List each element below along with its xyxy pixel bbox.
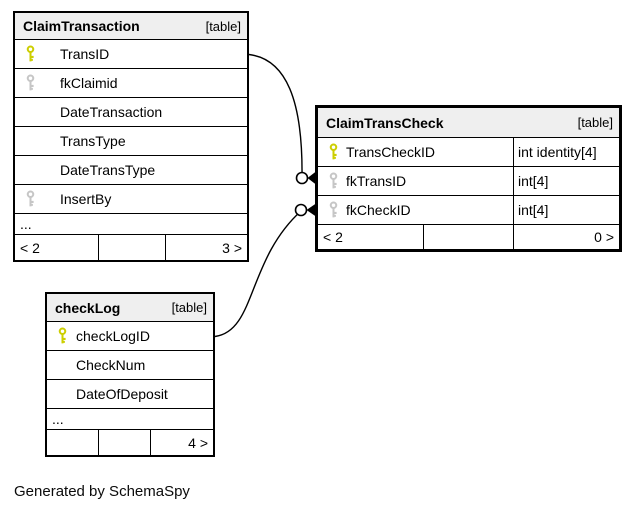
column-name: InsertBy [60,191,112,207]
column-name: TransCheckID [346,144,435,160]
zero-cardinality-icon [294,203,308,217]
generator-credit: Generated by SchemaSpy [14,483,190,500]
column-name: fkCheckID [346,202,411,218]
table-type-badge: [table] [577,115,613,130]
footer-related-right: 4 > [150,430,213,455]
column-row: CheckNum [47,351,213,380]
column-type: int[4] [513,167,619,195]
column-name: DateTransType [60,162,156,178]
table-header: checkLog [table] [47,294,213,322]
column-name: DateTransaction [60,104,163,120]
column-name: fkClaimid [60,75,118,91]
more-columns-ellipsis: ... [15,214,247,235]
column-row: InsertBy [15,185,247,214]
column-name: checkLogID [76,328,150,344]
table-type-badge: [table] [171,300,207,315]
foreign-key-icon [25,74,36,93]
column-name: TransType [60,133,126,149]
column-row: TransType [15,127,247,156]
column-name: DateOfDeposit [76,386,168,402]
footer-related-right: 3 > [165,235,247,260]
foreign-key-icon [328,172,339,191]
footer-mid [98,235,165,260]
footer-related-left: < 2 [323,229,343,245]
footer-related-right: 0 > [513,225,619,249]
more-columns-ellipsis: ... [47,409,213,430]
column-name: CheckNum [76,357,146,373]
column-row: fkTransID int[4] [318,167,619,196]
column-type: int[4] [513,196,619,224]
footer-related-left [47,430,98,455]
primary-key-icon [328,143,339,162]
foreign-key-icon [25,190,36,209]
table-claim-trans-check[interactable]: ClaimTransCheck [table] TransCheckID int… [315,105,622,252]
primary-key-icon [57,327,68,346]
table-check-log[interactable]: checkLog [table] checkLogID CheckNum Dat… [45,292,215,457]
table-title: ClaimTransCheck [326,114,444,131]
primary-key-icon [25,45,36,64]
column-row: fkCheckID int[4] [318,196,619,225]
table-header: ClaimTransaction [table] [15,13,247,40]
table-footer: < 2 3 > [15,235,247,260]
zero-cardinality-icon [295,171,309,185]
table-claim-transaction[interactable]: ClaimTransaction [table] TransID fkClaim… [13,11,249,262]
table-header: ClaimTransCheck [table] [318,108,619,138]
column-name: TransID [60,46,110,62]
table-title: checkLog [55,299,121,316]
table-type-badge: [table] [205,18,241,34]
fk-line-transid [248,53,316,185]
foreign-key-icon [328,201,339,220]
table-title: ClaimTransaction [23,18,140,34]
column-row: DateTransType [15,156,247,185]
column-row: checkLogID [47,322,213,351]
table-footer: < 2 0 > [318,225,619,249]
table-footer: 4 > [47,430,213,455]
column-row: TransCheckID int identity[4] [318,138,619,167]
column-row: DateTransaction [15,98,247,127]
column-row: DateOfDeposit [47,380,213,409]
column-name: fkTransID [346,173,407,189]
column-type: int identity[4] [513,138,619,166]
footer-related-left: < 2 [20,239,40,256]
column-row: TransID [15,40,247,69]
column-row: fkClaimid [15,69,247,98]
footer-mid [98,430,150,455]
footer-mid [423,225,513,249]
